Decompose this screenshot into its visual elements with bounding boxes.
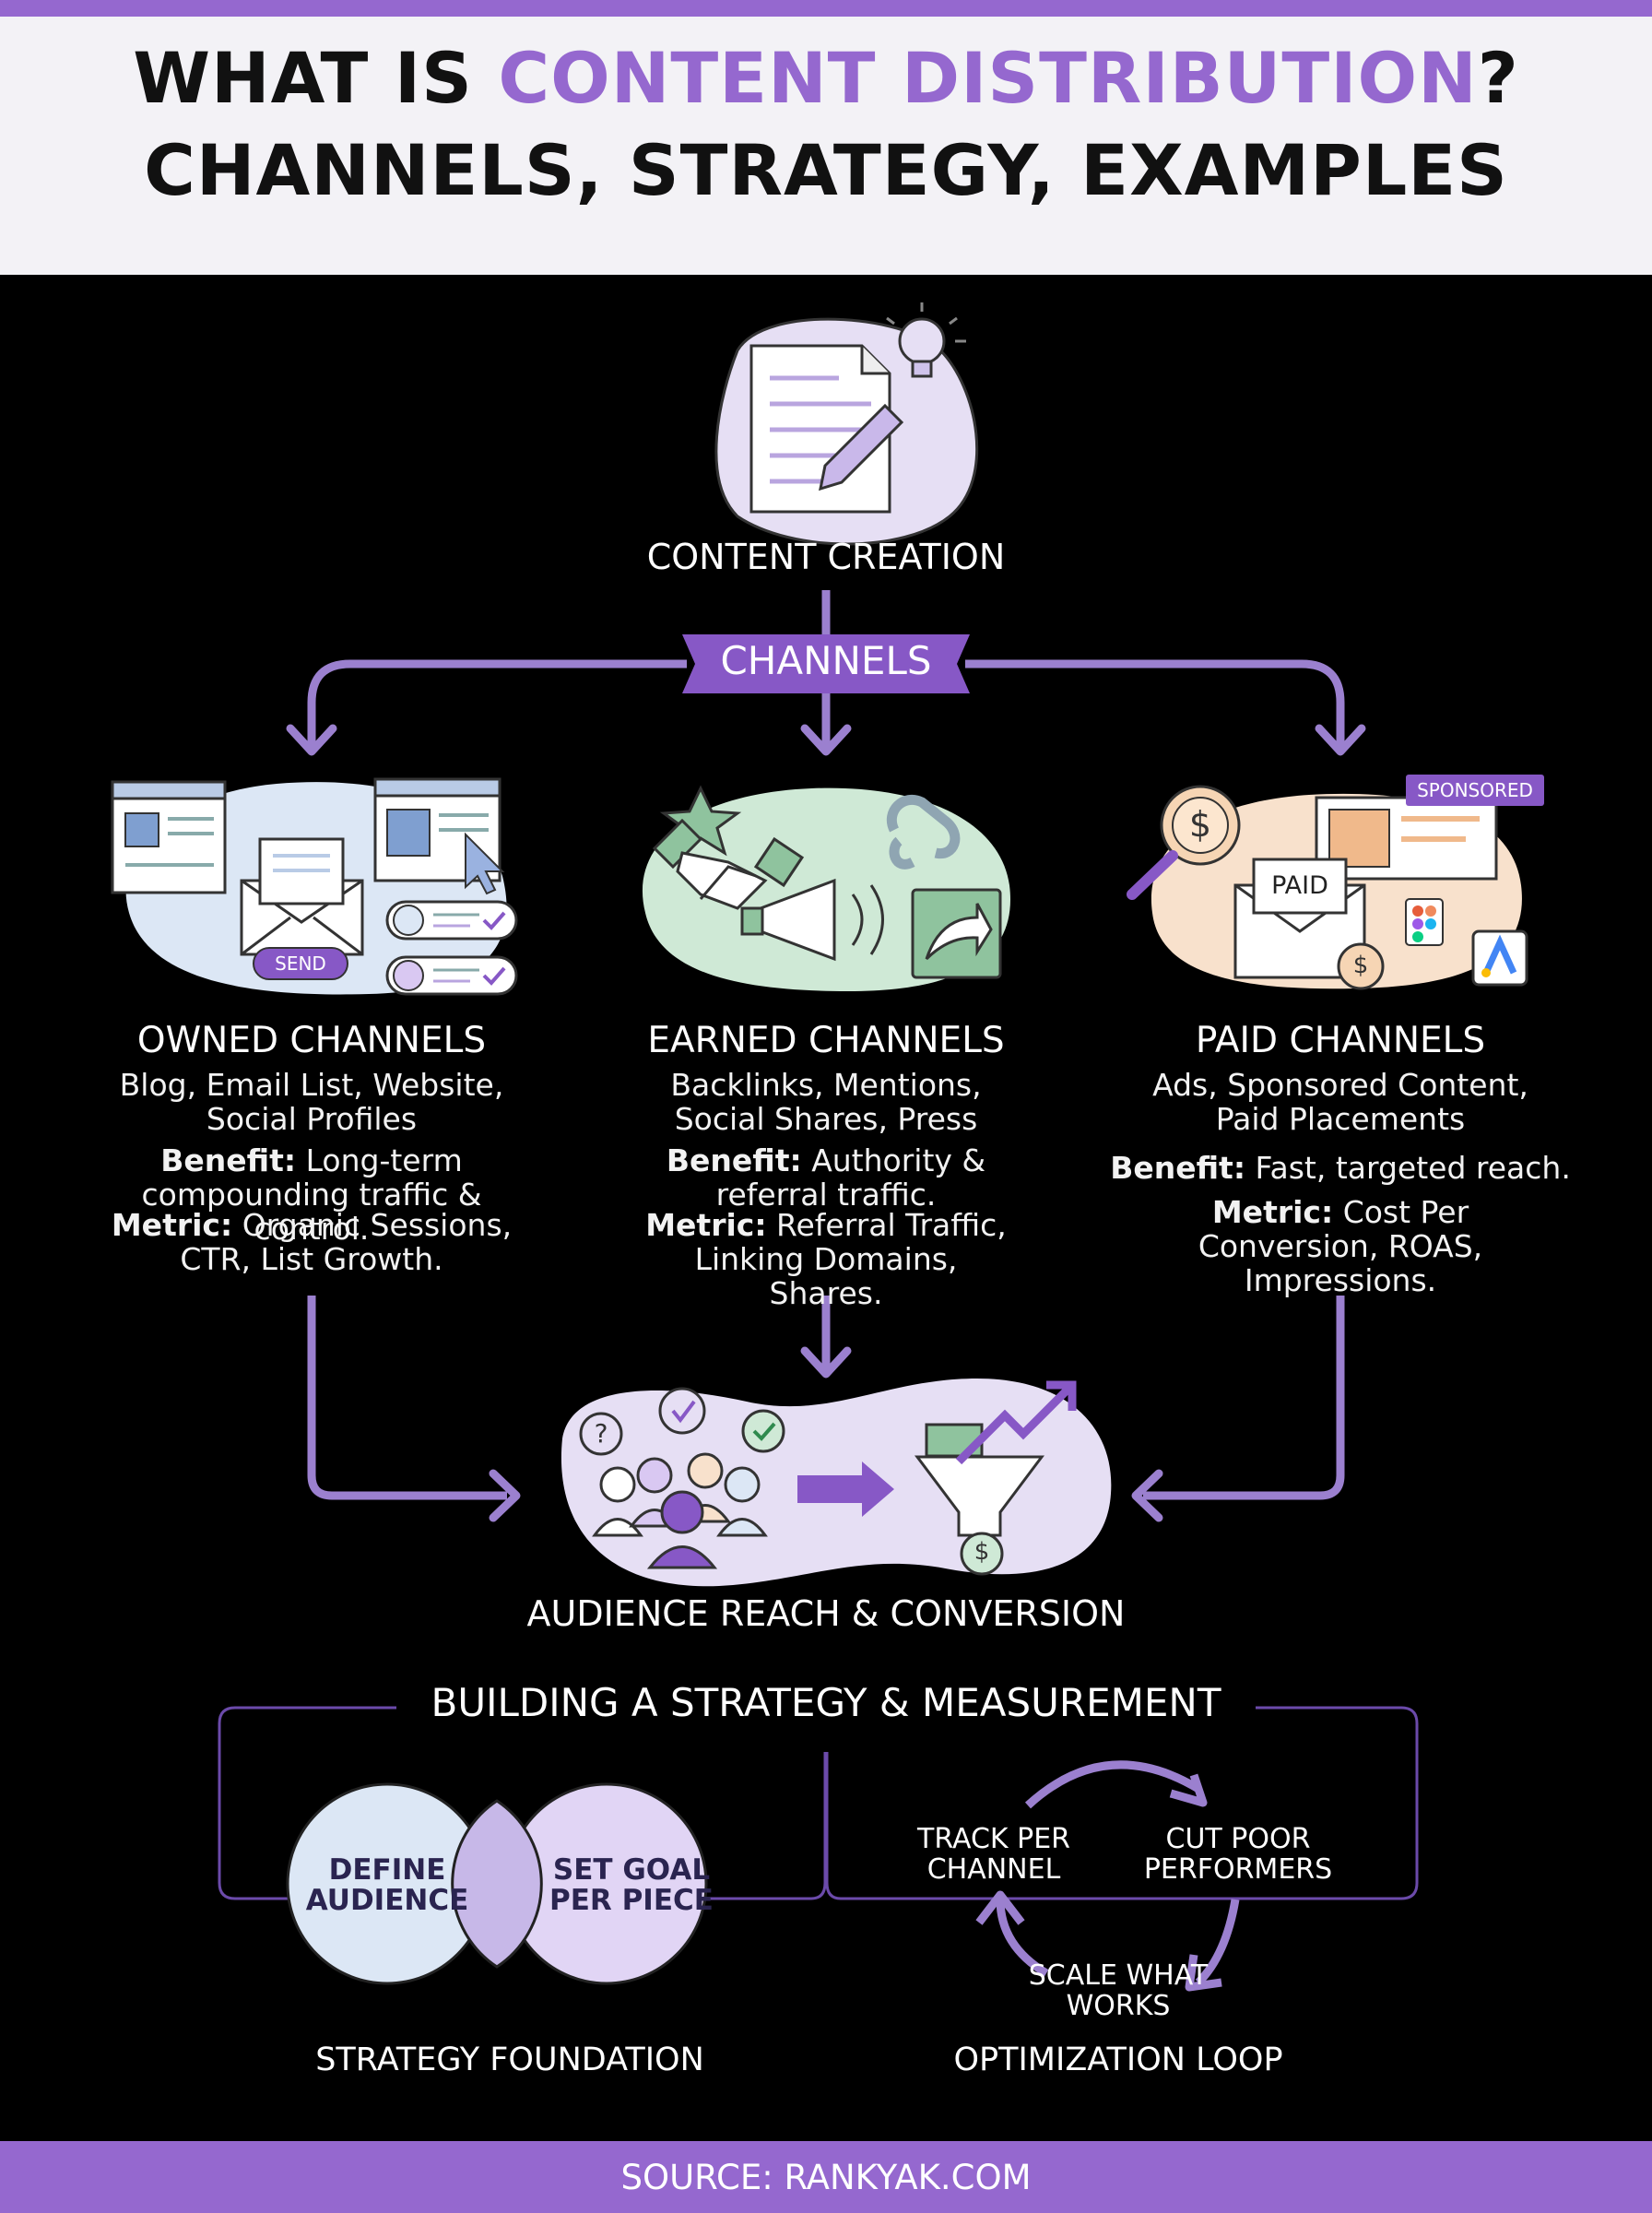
metric-label: Metric: [111, 1207, 233, 1243]
top-accent-bar [0, 0, 1652, 17]
connector-paid-audience [1143, 1296, 1345, 1500]
benefit-text: Authority & referral traffic. [715, 1142, 986, 1213]
content-creation-label: CONTENT CREATION [646, 537, 1006, 577]
loop-scale-what-works: SCALE WHAT WORKS [1028, 1959, 1209, 2022]
loop-cut-poor-performers: CUT POOR PERFORMERS [1143, 1823, 1333, 1886]
metric-label: Metric: [645, 1207, 767, 1243]
benefit-label: Benefit: [666, 1142, 802, 1178]
benefit-text: Long-term compounding traffic & control. [141, 1142, 482, 1247]
channels-pill [682, 634, 970, 693]
paid-badge: PAID [1271, 871, 1328, 900]
page-title-line-2: CHANNELS, STRATEGY, EXAMPLES [144, 129, 1508, 211]
arrow-paid-audience [1131, 1469, 1163, 1522]
arrow-to-paid [1315, 724, 1366, 756]
paid-channels-metric: Metric: Cost Per Conversion, ROAS, Impre… [1128, 1195, 1552, 1297]
owned-channels-benefit: Benefit: Long-term compounding traffic &… [81, 1143, 542, 1246]
dollar-icon: $ [1188, 804, 1212, 845]
optimization-loop-arrows [975, 1760, 1240, 1992]
connector-left [307, 659, 687, 747]
arrow-to-earned [800, 724, 852, 756]
connector-right [965, 659, 1345, 747]
owned-channels-title: OWNED CHANNELS [136, 1020, 487, 1061]
channels-pill-label: CHANNELS [720, 638, 932, 683]
venn-set-goal: SET GOAL PER PIECE [549, 1853, 714, 1917]
title-question-mark: ? [1477, 37, 1519, 119]
metric-text: Referral Traffic, Linking Domains, Share… [694, 1207, 1007, 1311]
strategy-frame [218, 1706, 1419, 1900]
audience-reach-label: AUDIENCE REACH & CONVERSION [526, 1593, 1126, 1634]
benefit-label: Benefit: [1110, 1150, 1246, 1186]
header-band [0, 17, 1652, 275]
metric-text: Cost Per Conversion, ROAS, Impressions. [1198, 1194, 1483, 1298]
earned-channels-examples: Backlinks, Mentions, Social Shares, Pres… [670, 1067, 982, 1137]
paid-channels-benefit: Benefit: Fast, targeted reach. [1110, 1151, 1571, 1185]
footer-bar [0, 2141, 1652, 2213]
metric-text: Organic Sessions, CTR, List Growth. [180, 1207, 513, 1277]
paid-channels-icon [1127, 775, 1544, 990]
strategy-foundation-label: STRATEGY FOUNDATION [315, 2041, 704, 2078]
arrow-to-owned [286, 724, 337, 756]
paid-channels-title: PAID CHANNELS [1195, 1020, 1486, 1061]
venn-diagram [286, 1782, 708, 1985]
owned-channels-icon [111, 777, 518, 996]
connector-owned-audience [307, 1296, 507, 1500]
send-badge: SEND [275, 953, 326, 975]
title-accent-text: CONTENT DISTRIBUTION [498, 37, 1478, 119]
conversion-dollar-icon: $ [974, 1538, 990, 1566]
sponsored-badge: SPONSORED [1417, 779, 1533, 801]
earned-channels-benefit: Benefit: Authority & referral traffic. [618, 1143, 1034, 1212]
question-icon: ? [594, 1418, 608, 1449]
optimization-loop-label: OPTIMIZATION LOOP [953, 2041, 1283, 2078]
dollar-coin-icon: $ [1352, 952, 1369, 979]
earned-channels-icon [642, 785, 1011, 991]
loop-track-per-channel: TRACK PER CHANNEL [917, 1823, 1070, 1886]
benefit-text: Fast, targeted reach. [1255, 1150, 1571, 1186]
content-creation-icon [714, 302, 979, 546]
metric-label: Metric: [1211, 1194, 1334, 1230]
arrow-earned-audience [800, 1346, 852, 1379]
audience-conversion-icon [560, 1379, 1112, 1587]
source-credit: SOURCE: RANKYAK.COM [620, 2158, 1032, 2197]
owned-channels-examples: Blog, Email List, Website, Social Profil… [119, 1067, 504, 1137]
arrow-owned-audience [489, 1469, 521, 1522]
paid-channels-examples: Ads, Sponsored Content, Paid Placements [1152, 1067, 1528, 1137]
title-text: WHAT IS [133, 37, 499, 119]
page-title-line-1: WHAT IS CONTENT DISTRIBUTION? [0, 37, 1652, 119]
strategy-section-title: BUILDING A STRATEGY & MEASUREMENT [396, 1680, 1256, 1725]
earned-channels-title: EARNED CHANNELS [647, 1020, 1005, 1061]
venn-define-audience: DEFINE AUDIENCE [305, 1853, 469, 1917]
owned-channels-metric: Metric: Organic Sessions, CTR, List Grow… [81, 1208, 542, 1276]
earned-channels-metric: Metric: Referral Traffic, Linking Domain… [636, 1208, 1016, 1310]
benefit-label: Benefit: [160, 1142, 297, 1178]
